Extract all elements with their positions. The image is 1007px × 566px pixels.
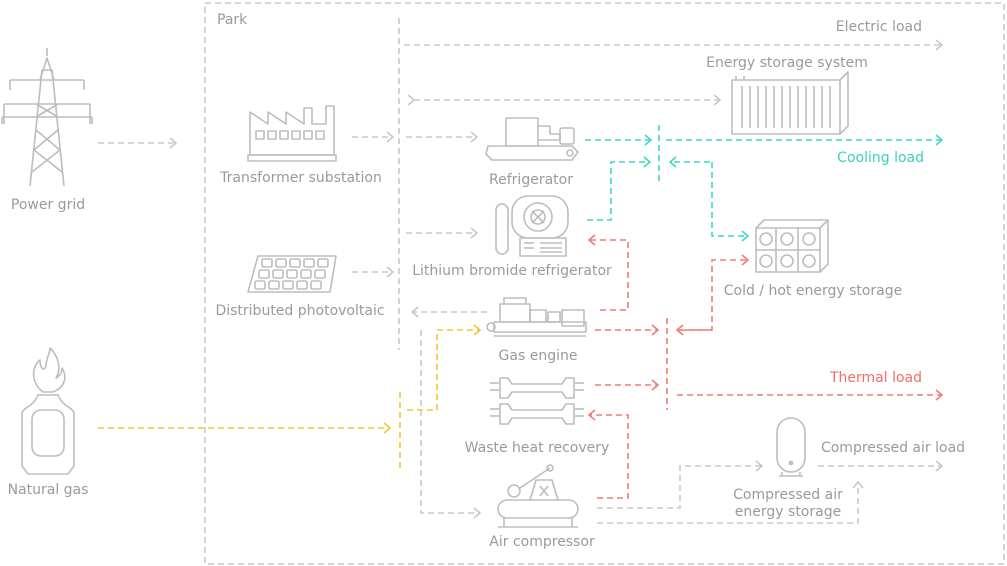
park-label: Park — [217, 12, 248, 28]
gas-flame-icon — [21, 347, 75, 475]
lithium-bromide-refrigerator-icon — [495, 195, 569, 257]
waste-heat-recovery-icon — [490, 377, 584, 425]
air-tank-icon — [776, 417, 806, 477]
power-tower-icon — [1, 48, 93, 187]
electric-flows — [98, 18, 944, 524]
cooling-bus-to-storage-arrow — [711, 162, 750, 242]
waste-heat-recovery-label: Waste heat recovery — [464, 440, 610, 456]
refrigerator-label: Refrigerator — [489, 172, 573, 188]
refrigerator-icon — [485, 117, 579, 161]
cooling-flows — [585, 125, 944, 242]
cold-hot-storage-icon — [755, 219, 829, 273]
natural-gas-label: Natural gas — [7, 482, 89, 498]
transformer-substation-label: Transformer substation — [220, 170, 382, 186]
cooling-load-label: Cooling load — [837, 150, 924, 166]
energy-storage-system-label: Energy storage system — [706, 55, 868, 71]
compressed-air-energy-storage-label-line2: energy storage — [734, 504, 842, 520]
air-compressor-icon — [497, 464, 579, 528]
factory-icon — [247, 105, 337, 162]
gas-engine-icon — [486, 297, 587, 337]
compressor-to-storage-arrow — [597, 460, 764, 509]
gas-to-engine-arrow — [407, 324, 482, 411]
gas-flows — [98, 324, 482, 470]
distributed-photovoltaic-label: Distributed photovoltaic — [215, 303, 385, 319]
compressor-bypass-arrow — [597, 480, 864, 524]
solar-panel-icon — [247, 255, 337, 293]
air-compressor-label: Air compressor — [489, 534, 595, 550]
gas-engine-label: Gas engine — [498, 348, 578, 364]
compressed-air-load-label: Compressed air load — [820, 440, 966, 456]
thermal-flows — [587, 234, 944, 499]
electric-load-label: Electric load — [835, 19, 922, 35]
compressed-air-energy-storage-label-line1: Compressed air — [733, 487, 843, 503]
cold-hot-energy-storage-label: Cold / hot energy storage — [723, 283, 903, 299]
compressor-to-recovery-arrow — [587, 409, 629, 499]
power-grid-label: Power grid — [10, 197, 86, 213]
lithium-to-cooling-bus — [587, 156, 652, 221]
lithium-bromide-refrigerator-label: Lithium bromide refrigerator — [412, 263, 612, 279]
battery-container-icon — [731, 71, 849, 135]
bus-to-compressor-arrow — [420, 330, 482, 519]
engine-to-lithium-arrow — [587, 234, 629, 311]
thermal-load-label: Thermal load — [829, 370, 922, 386]
